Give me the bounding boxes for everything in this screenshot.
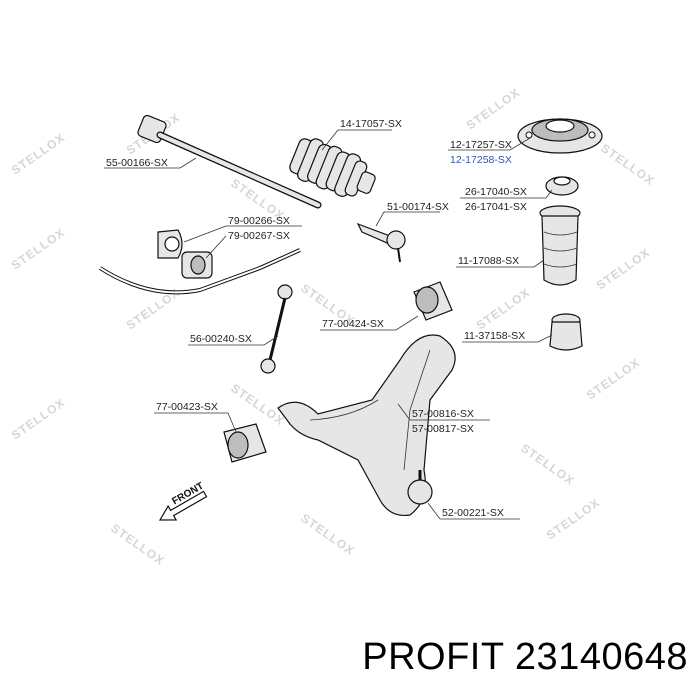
label-57-00816: 57-00816-SX [412, 408, 474, 420]
strut-mount-part [517, 118, 603, 154]
watermark: STELLOX [9, 225, 68, 272]
watermark: STELLOX [9, 130, 68, 177]
bump-stop-part [549, 313, 583, 351]
watermark: STELLOX [228, 381, 287, 428]
label-57-00817: 57-00817-SX [412, 423, 474, 435]
footer-brand-part-number: PROFIT 23140648 [362, 636, 688, 678]
tie-rod-end-part [356, 222, 406, 263]
label-11-37158: 11-37158-SX [464, 330, 525, 342]
watermark: STELLOX [544, 495, 603, 542]
watermark: STELLOX [584, 355, 643, 402]
watermark: STELLOX [594, 245, 653, 292]
steering-boot-part [289, 138, 376, 197]
watermark: STELLOX [518, 441, 577, 488]
label-55-00166: 55-00166-SX [106, 157, 168, 169]
watermark: STELLOX [9, 395, 68, 442]
watermark: STELLOX [108, 521, 167, 568]
label-14-17057: 14-17057-SX [340, 118, 402, 130]
watermark: STELLOX [598, 141, 657, 188]
watermark: STELLOX [474, 285, 533, 332]
label-77-00423: 77-00423-SX [156, 401, 218, 413]
label-26-17040: 26-17040-SX [465, 186, 527, 198]
label-52-00221: 52-00221-SX [442, 507, 504, 519]
ball-joint-part [407, 470, 433, 505]
part-labels: 14-17057-SX 55-00166-SX 12-17257-SX 12-1… [106, 118, 527, 519]
stabilizer-bar-part [98, 248, 301, 295]
watermark: STELLOX [464, 85, 523, 132]
stabilizer-link-part [260, 284, 293, 374]
strut-bearing-part [545, 176, 579, 196]
label-79-00266: 79-00266-SX [228, 215, 290, 227]
watermark: STELLOX [298, 511, 357, 558]
label-11-17088: 11-17088-SX [458, 255, 519, 267]
label-12-17257: 12-17257-SX [450, 139, 512, 151]
leader-lines [104, 129, 553, 520]
label-12-17258: 12-17258-SX [450, 154, 512, 166]
stabilizer-bushing-part [181, 251, 213, 279]
label-51-00174: 51-00174-SX [387, 201, 449, 213]
dust-boot-part [539, 205, 581, 286]
tie-rod-part [137, 114, 322, 209]
label-77-00424: 77-00424-SX [322, 318, 384, 330]
stabilizer-bracket-part [157, 229, 183, 259]
front-direction-arrow: FRONT [158, 481, 208, 521]
label-26-17041: 26-17041-SX [465, 201, 527, 213]
label-56-00240: 56-00240-SX [190, 333, 252, 345]
front-bushing-part [223, 423, 267, 463]
rear-bushing-part [413, 281, 453, 321]
control-arm-part [277, 334, 456, 517]
label-79-00267: 79-00267-SX [228, 230, 290, 242]
